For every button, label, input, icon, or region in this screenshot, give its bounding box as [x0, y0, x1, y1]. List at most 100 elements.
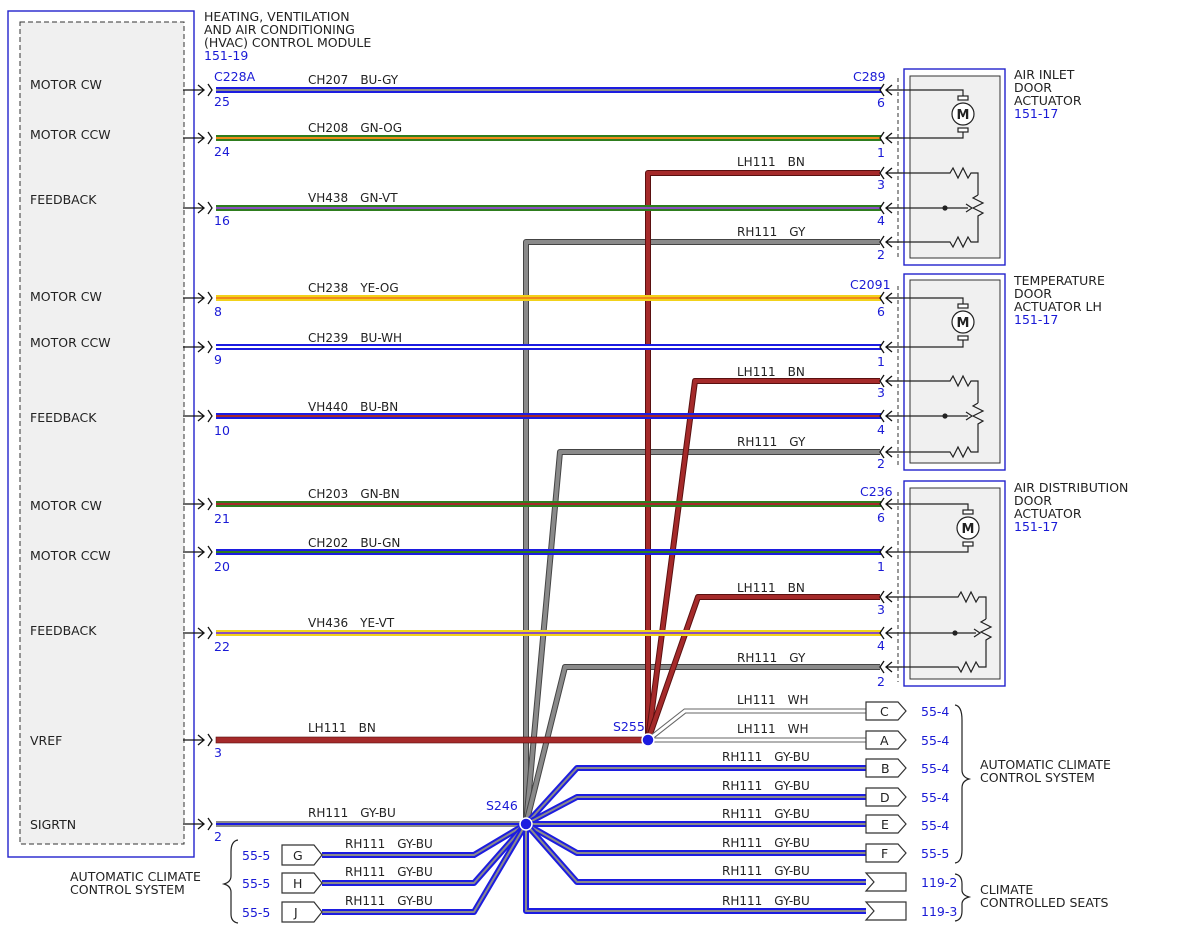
ref-119-2[interactable]: 119-2 [921, 875, 957, 890]
left-label-motor-cw-3: MOTOR CW [30, 498, 102, 513]
svg-text:M: M [957, 316, 970, 331]
connector-c2091[interactable]: C2091 [850, 277, 891, 292]
splice-s255-label[interactable]: S255 [613, 719, 645, 734]
module-terminal-arrows [183, 83, 213, 831]
act2-title-3: ACTUATOR LH [1014, 299, 1102, 314]
ref-55-5-f[interactable]: 55-5 [921, 846, 949, 861]
module-connector-c228a[interactable]: C228A [214, 69, 256, 84]
tag-e: E [881, 817, 889, 832]
module-pin-2: 2 [214, 829, 222, 844]
tag-h: H [293, 876, 302, 891]
act2-pin-6: 6 [877, 304, 885, 319]
act2-ref[interactable]: 151-17 [1014, 312, 1058, 327]
module-pin-24: 24 [214, 144, 230, 159]
ref-55-4-e[interactable]: 55-4 [921, 818, 949, 833]
left-label-motor-cw-1: MOTOR CW [30, 77, 102, 92]
module-pin-9: 9 [214, 352, 222, 367]
actuator-box-temperature [903, 273, 1006, 471]
splice-s246-dot[interactable] [519, 817, 533, 831]
seats-line-1: CLIMATE [980, 882, 1033, 897]
left-label-motor-cw-2: MOTOR CW [30, 289, 102, 304]
ref-119-3[interactable]: 119-3 [921, 904, 957, 919]
tag-d: D [880, 790, 890, 805]
act2-pin-4: 4 [877, 422, 885, 437]
act2-title-1: TEMPERATURE [1013, 273, 1105, 288]
tag-a: A [880, 733, 889, 748]
splice-s255-dot[interactable] [641, 733, 655, 747]
ref-55-5-g[interactable]: 55-5 [242, 848, 270, 863]
gybu-fan-left [322, 821, 529, 915]
module-pin-22: 22 [214, 639, 230, 654]
act2-title-2: DOOR [1014, 286, 1052, 301]
connector-c236[interactable]: C236 [860, 484, 893, 499]
ref-55-5-h[interactable]: 55-5 [242, 876, 270, 891]
act1-pin-1: 1 [877, 145, 885, 160]
act3-pin-1: 1 [877, 559, 885, 574]
gybu-fan-right [523, 765, 866, 914]
act1-pin-4: 4 [877, 213, 885, 228]
actuator-terminal-arrows [879, 83, 902, 674]
connector-c289[interactable]: C289 [853, 69, 886, 84]
hvac-module-inner [19, 21, 185, 845]
left-label-feedback-3: FEEDBACK [30, 623, 97, 638]
left-brace [221, 839, 239, 924]
act3-title-2: DOOR [1014, 493, 1052, 508]
module-title-line-1: HEATING, VENTILATION [204, 9, 350, 24]
act1-ref[interactable]: 151-17 [1014, 106, 1058, 121]
left-acc-line-2: CONTROL SYSTEM [70, 882, 185, 897]
tag-c: C [880, 704, 889, 719]
act2-pin-3: 3 [877, 385, 885, 400]
horizontal-wires [215, 87, 881, 827]
act3-title-3: ACTUATOR [1014, 506, 1082, 521]
ref-55-4-a[interactable]: 55-4 [921, 733, 949, 748]
module-pin-3: 3 [214, 745, 222, 760]
tag-j: J [293, 905, 298, 920]
ref-55-5-j[interactable]: 55-5 [242, 905, 270, 920]
act3-pin-3: 3 [877, 602, 885, 617]
right-connector-tags [864, 701, 907, 921]
right-acc-line-2: CONTROL SYSTEM [980, 770, 1095, 785]
actuator-internals: M M M [902, 89, 993, 674]
tag-f: F [881, 846, 888, 861]
module-pin-25: 25 [214, 94, 230, 109]
act3-ref[interactable]: 151-17 [1014, 519, 1058, 534]
act3-pin-2: 2 [877, 674, 885, 689]
act2-pin-1: 1 [877, 354, 885, 369]
left-label-motor-ccw-1: MOTOR CCW [30, 127, 111, 142]
left-acc-line-1: AUTOMATIC CLIMATE [70, 869, 201, 884]
ref-55-4-b[interactable]: 55-4 [921, 761, 949, 776]
ref-55-4-c[interactable]: 55-4 [921, 704, 949, 719]
splice-s246-label[interactable]: S246 [486, 798, 518, 813]
act3-pin-6: 6 [877, 510, 885, 525]
act1-title-3: ACTUATOR [1014, 93, 1082, 108]
module-ref[interactable]: 151-19 [204, 48, 248, 63]
ref-55-4-d[interactable]: 55-4 [921, 790, 949, 805]
module-pin-10: 10 [214, 423, 230, 438]
module-pin-20: 20 [214, 559, 230, 574]
left-label-motor-ccw-2: MOTOR CCW [30, 335, 111, 350]
svg-text:M: M [962, 522, 975, 537]
